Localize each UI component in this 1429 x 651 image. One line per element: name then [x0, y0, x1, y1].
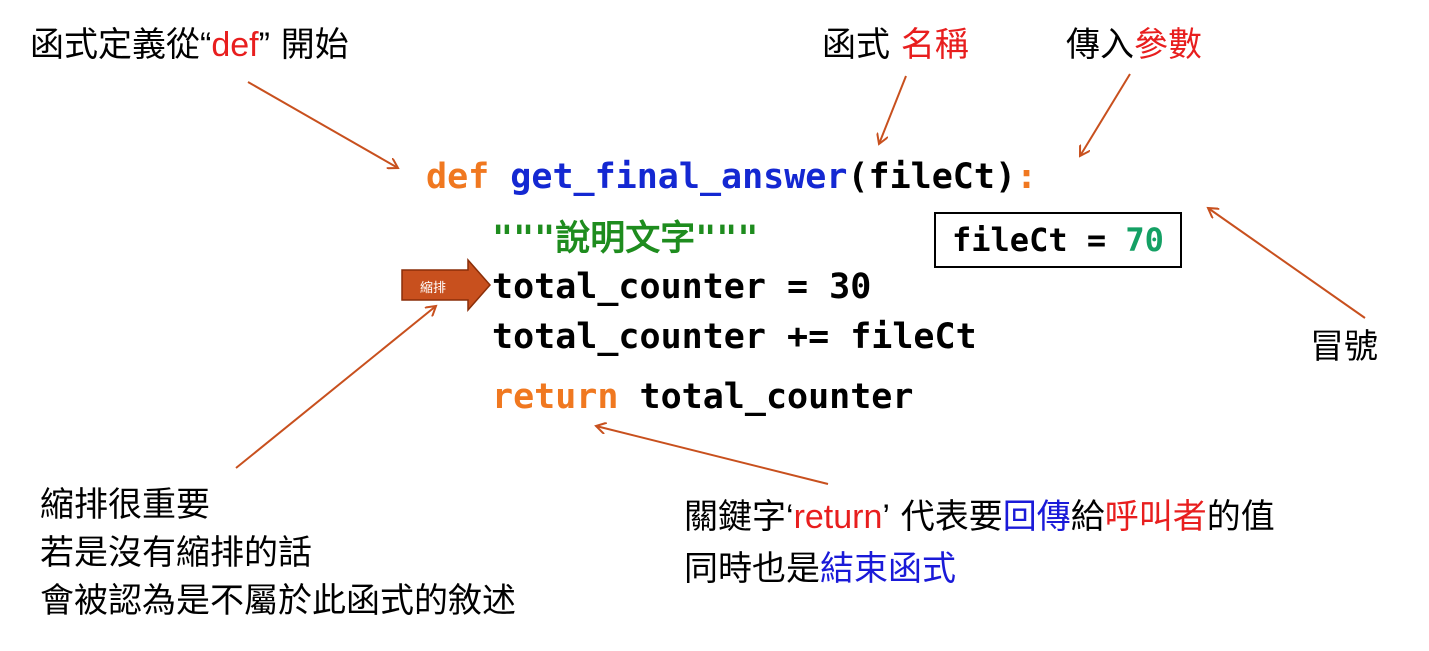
indent-note: 縮排很重要 若是沒有縮排的話 會被認為是不屬於此函式的敘述 [40, 488, 516, 632]
param-note-highlight: 參數 [1134, 25, 1202, 65]
return-note-highlight-return: 回傳 [1002, 497, 1071, 537]
def-note-quote-close: ” [258, 26, 270, 64]
def-note-keyword: def [211, 26, 259, 64]
arrow-return [596, 426, 829, 485]
param-box-label: fileCt = [952, 221, 1126, 259]
return-note-prefix: 關鍵字 [684, 497, 786, 537]
param-note: 傳入參數 [1066, 28, 1202, 62]
arrow-indent [235, 306, 436, 469]
indent-tag-label: 縮排 [420, 281, 447, 296]
return-note-line2-prefix: 同時也是 [684, 549, 820, 589]
def-note: 函式定義從“def” 開始 [30, 28, 349, 62]
return-note-line-2: 同時也是結束函式 [684, 552, 956, 586]
code-line-increment: total_counter += fileCt [492, 317, 977, 357]
indent-arrow-shape [401, 258, 491, 312]
def-note-prefix: 函式定義從 [30, 25, 200, 65]
name-note: 函式 名稱 [822, 28, 969, 62]
code-return-value: total_counter [618, 377, 914, 417]
colon-note: 冒號 [1310, 327, 1378, 367]
return-note-line-1: 關鍵字‘return’ 代表要回傳給呼叫者的值 [684, 500, 1275, 534]
def-note-quote-open: “ [200, 26, 212, 64]
arrow-def [247, 81, 398, 168]
param-note-prefix: 傳入 [1066, 25, 1134, 65]
code-function-name: get_final_answer [510, 157, 848, 197]
return-note-highlight-caller: 呼叫者 [1104, 497, 1207, 537]
return-note-mid: 代表要 [889, 497, 1003, 537]
arrow-param [1080, 73, 1131, 156]
indent-note-line-3: 會被認為是不屬於此函式的敘述 [40, 581, 516, 621]
code-colon: : [1016, 157, 1038, 197]
code-docstring: """說明文字""" [492, 219, 759, 259]
code-def-keyword: def [426, 157, 490, 197]
return-note-highlight-end: 結束函式 [820, 549, 956, 589]
name-note-prefix: 函式 [822, 25, 901, 65]
arrow-colon [1208, 208, 1366, 319]
code-line-assign: total_counter = 30 [492, 267, 872, 307]
def-note-suffix: 開始 [269, 25, 349, 65]
param-value-box: fileCt = 70 [934, 212, 1182, 268]
name-note-highlight: 名稱 [900, 25, 969, 65]
code-return-keyword: return [492, 377, 619, 417]
return-note-mid2: 給 [1070, 497, 1105, 537]
return-note-quote-open: ‘ [786, 498, 794, 536]
param-box-value: 70 [1125, 221, 1164, 259]
return-note-quote-close: ’ [882, 498, 890, 536]
return-note-suffix: 的值 [1206, 497, 1275, 537]
return-note-keyword: return [793, 498, 883, 536]
code-params: (fileCt) [847, 157, 1017, 197]
indent-note-line-1: 縮排很重要 [40, 485, 210, 525]
arrow-name [879, 75, 907, 144]
indent-note-line-2: 若是沒有縮排的話 [40, 533, 312, 573]
code-line-def: def get_final_answer(fileCt): [426, 160, 1037, 195]
code-line-return: return total_counter [492, 380, 913, 415]
